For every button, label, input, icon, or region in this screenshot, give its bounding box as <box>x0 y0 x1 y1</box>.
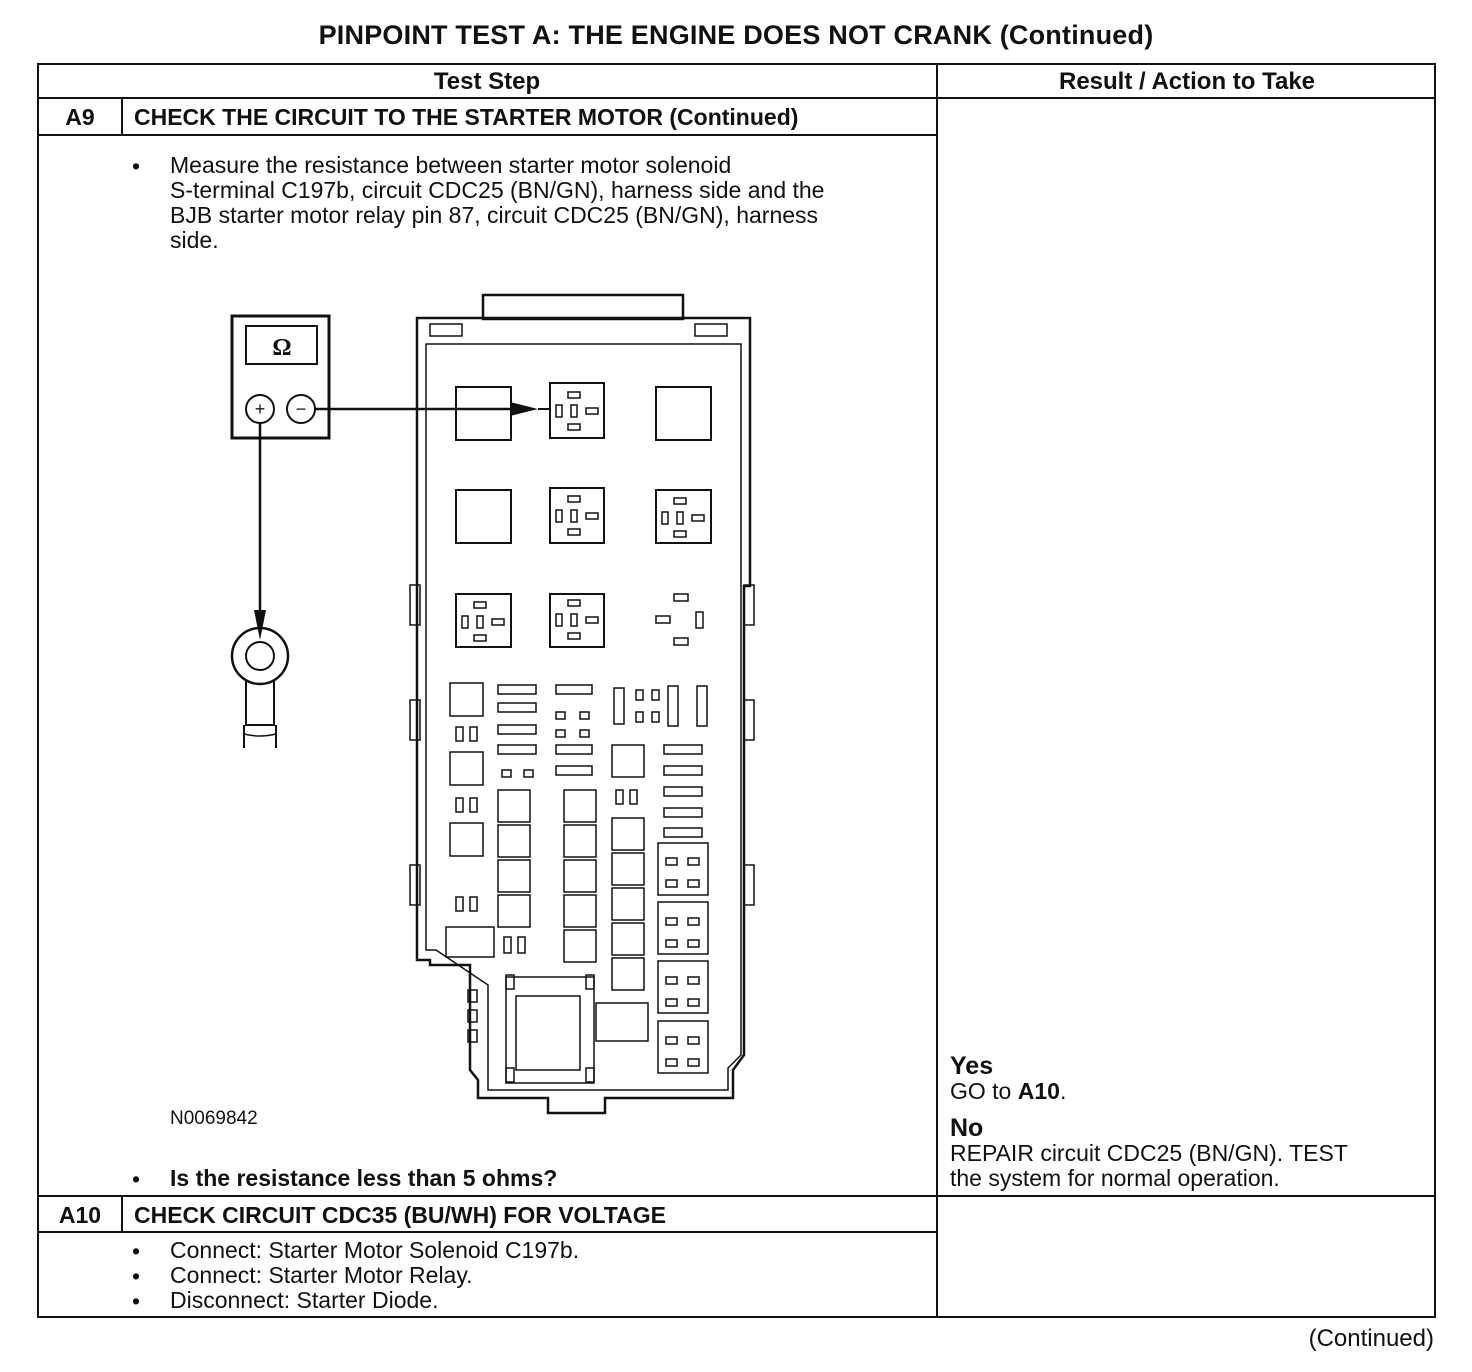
a9-instruction: Measure the resistance between starter m… <box>170 153 824 253</box>
step-a10-id: A10 <box>58 1202 102 1228</box>
header-result: Result / Action to Take <box>1058 68 1316 95</box>
result-yes-prefix: GO to <box>950 1078 1018 1104</box>
page-title: PINPOINT TEST A: THE ENGINE DOES NOT CRA… <box>318 20 1154 50</box>
a9-question: Is the resistance less than 5 ohms? <box>170 1165 558 1191</box>
a10-bullet: Connect: Starter Motor Solenoid C197b. <box>170 1237 580 1263</box>
result-yes-text: GO to A10. <box>950 1079 1066 1104</box>
result-no-line: REPAIR circuit CDC25 (BN/GN). TEST <box>950 1140 1348 1166</box>
bullet-icon: • <box>132 153 141 179</box>
a9-a10-divider <box>37 1195 1436 1197</box>
a9-instruction-line: Measure the resistance between starter m… <box>170 152 732 178</box>
result-yes-label: Yes <box>950 1052 994 1080</box>
result-no-label: No <box>950 1114 984 1142</box>
a9-instruction-line: BJB starter motor relay pin 87, circuit … <box>170 202 819 228</box>
junction-box-outline <box>409 293 755 1115</box>
bullet-icon: • <box>132 1288 141 1314</box>
a10-title-divider <box>37 1231 937 1233</box>
header-divider <box>37 97 1436 99</box>
continued-label: (Continued) <box>1308 1325 1434 1352</box>
a9-instruction-line: S-terminal C197b, circuit CDC25 (BN/GN),… <box>170 177 825 203</box>
test-table <box>37 63 1436 1318</box>
bullet-icon: • <box>132 1263 141 1289</box>
a9-title-divider <box>37 134 937 136</box>
step-a9-title: CHECK THE CIRCUIT TO THE STARTER MOTOR (… <box>134 104 799 130</box>
result-yes-suffix: . <box>1059 1078 1067 1104</box>
a9-id-divider <box>121 97 123 136</box>
ohmmeter-icon: Ω + − <box>230 314 331 440</box>
meter-symbol: Ω <box>272 335 291 361</box>
result-no-line: the system for normal operation. <box>950 1165 1280 1191</box>
step-a10-title: CHECK CIRCUIT CDC35 (BU/WH) FOR VOLTAGE <box>134 1202 666 1228</box>
ring-terminal-icon <box>230 626 290 748</box>
bullet-icon: • <box>132 1238 141 1264</box>
result-yes-target: A10 <box>1017 1078 1060 1104</box>
a10-id-divider <box>121 1195 123 1233</box>
result-no-text: REPAIR circuit CDC25 (BN/GN). TEST the s… <box>950 1141 1348 1191</box>
bullet-icon: • <box>132 1166 141 1192</box>
fuse-box-diagram: Ω + − <box>230 293 755 1115</box>
step-a9-id: A9 <box>65 104 95 130</box>
figure-id: N0069842 <box>170 1108 258 1129</box>
header-test-step: Test Step <box>433 68 541 95</box>
minus-symbol: − <box>296 399 307 419</box>
a10-bullet: Disconnect: Starter Diode. <box>170 1287 439 1313</box>
plus-symbol: + <box>255 399 266 419</box>
column-divider <box>936 63 938 1318</box>
a9-instruction-line: side. <box>170 227 219 253</box>
a10-bullet: Connect: Starter Motor Relay. <box>170 1262 473 1288</box>
